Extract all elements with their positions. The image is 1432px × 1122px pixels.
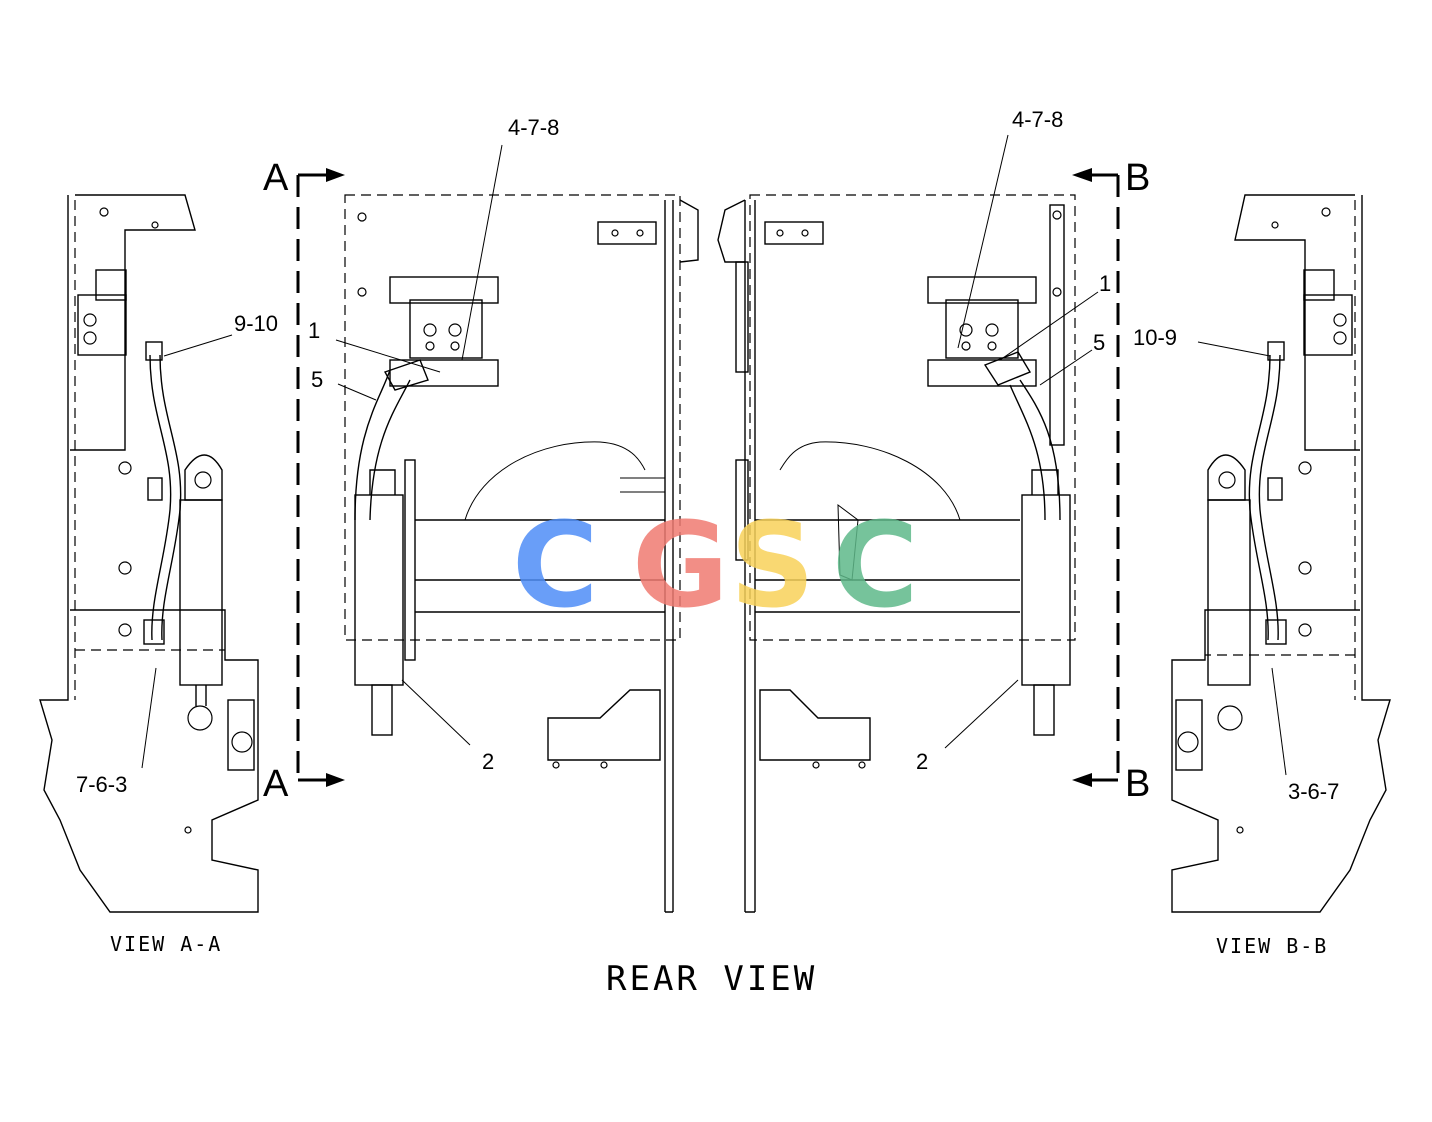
view-b-b-caption: VIEW B-B <box>1216 934 1328 958</box>
callout-5-right: 5 <box>1093 330 1105 355</box>
callout-5-left: 5 <box>311 367 323 392</box>
watermark-letter-g: G <box>632 496 729 634</box>
callout-4-7-8-left: 4-7-8 <box>508 115 559 140</box>
section-marker-a-bottom: A <box>263 763 289 805</box>
rear-view-title: REAR VIEW <box>606 959 817 999</box>
cgsc-watermark: C G S C <box>512 496 919 634</box>
watermark-letter-s: S <box>730 496 815 634</box>
callout-1-right: 1 <box>1099 271 1111 296</box>
callout-4-7-8-right: 4-7-8 <box>1012 107 1063 132</box>
leader-lines <box>141 134 1287 776</box>
callout-2-right: 2 <box>916 749 928 774</box>
callout-9-10: 9-10 <box>234 311 278 336</box>
view-a-a-drawing <box>39 194 259 913</box>
callout-1-left: 1 <box>308 318 320 343</box>
watermark-letter-c2: C <box>832 496 919 634</box>
watermark-letter-c1: C <box>512 496 599 634</box>
section-marker-b-bottom: B <box>1125 763 1150 805</box>
rear-view-right-half <box>717 194 1076 913</box>
view-b-b-drawing <box>1171 194 1391 913</box>
callout-7-6-3: 7-6-3 <box>76 772 127 797</box>
callout-10-9: 10-9 <box>1133 325 1177 350</box>
section-lines <box>296 168 1120 787</box>
section-marker-b-top: B <box>1125 157 1150 199</box>
callout-3-6-7: 3-6-7 <box>1288 779 1339 804</box>
rear-view-left-half <box>344 194 699 913</box>
view-a-a-caption: VIEW A-A <box>110 932 222 956</box>
section-marker-a-top: A <box>263 157 289 199</box>
callout-2-left: 2 <box>482 749 494 774</box>
